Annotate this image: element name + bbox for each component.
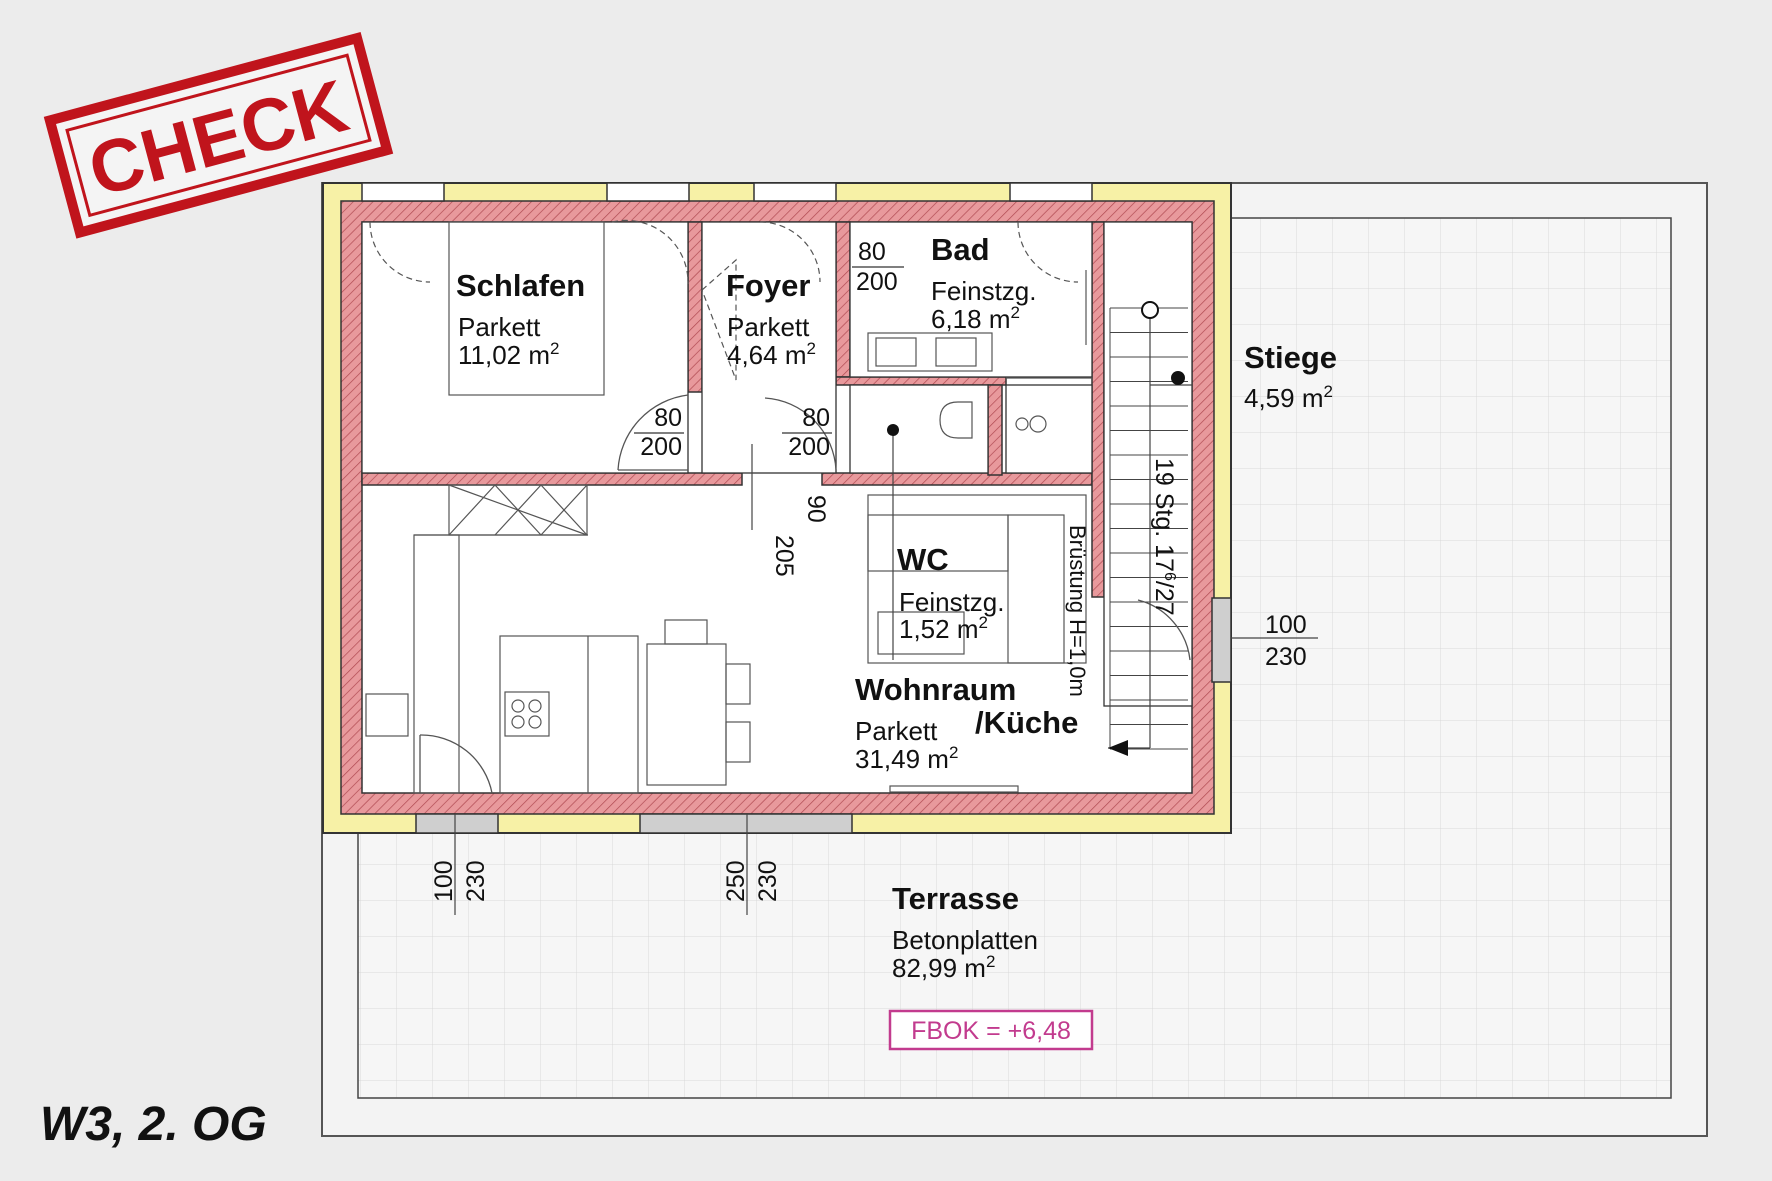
dimension-lines — [454, 310, 1318, 915]
room-label-schlafen: Schlafen Parkett 11,02 m2 — [456, 268, 585, 370]
railing-label: Brüstung H=1,0m — [1065, 525, 1090, 697]
wc-marker — [887, 424, 899, 436]
vanity — [867, 332, 993, 372]
room-name: Wohnraum — [855, 672, 1016, 707]
room-name-2: /Küche — [975, 705, 1078, 740]
room-label-stiege: Stiege 4,59 m2 — [1244, 340, 1337, 413]
dim-width: 205 — [770, 535, 798, 577]
upper-cabinets — [448, 484, 588, 536]
sofa — [867, 494, 1087, 664]
room-name: Schlafen — [456, 268, 585, 303]
dim-height: 230 — [1265, 643, 1307, 671]
room-label-wc: WC Feinstzg. 1,52 m2 — [897, 542, 1005, 644]
dim-door-schlafen: 80 200 — [634, 404, 684, 461]
dim-width: 80 — [858, 238, 886, 266]
room-label-wohnraum: Wohnraum /Küche Parkett 31,49 m2 — [855, 672, 1078, 774]
windows — [361, 182, 1232, 834]
dim-window-stiege: 100 230 — [1265, 611, 1307, 671]
bed — [448, 221, 605, 396]
dim-width: 80 — [802, 404, 830, 432]
stair-top-marker — [1141, 301, 1159, 319]
room-name: Stiege — [1244, 340, 1337, 375]
toilet — [939, 401, 973, 439]
room-area: 6,18 m2 — [931, 303, 1020, 334]
room-floor: Parkett — [458, 312, 541, 342]
room-area: 11,02 m2 — [458, 339, 559, 370]
room-floor: Betonplatten — [892, 925, 1038, 955]
dim-height: 200 — [640, 433, 682, 461]
dim-door-foyer-right: 80 200 — [782, 404, 832, 461]
stair-start-marker — [1171, 371, 1185, 385]
room-name: WC — [897, 542, 949, 577]
sink — [365, 693, 409, 737]
doors-solid — [419, 394, 1191, 794]
dim-height: 200 — [856, 268, 898, 296]
room-area: 4,59 m2 — [1244, 382, 1333, 413]
room-floor: Feinstzg. — [899, 587, 1005, 617]
room-area: 31,49 m2 — [855, 743, 958, 774]
dim-width: 100 — [430, 860, 458, 902]
dim-opening-205: 205 90 — [770, 495, 830, 577]
dim-height: 90 — [802, 495, 830, 523]
level-marker-text: FBOK = +6,48 — [911, 1017, 1071, 1045]
kitchen-island — [499, 635, 639, 794]
door-swings — [369, 219, 1079, 381]
room-name: Terrasse — [892, 881, 1019, 916]
furniture — [365, 221, 1092, 794]
coffee-table — [877, 611, 965, 655]
room-label-bad: Bad Feinstzg. 6,18 m2 — [931, 232, 1037, 334]
stairs — [1109, 307, 1188, 750]
cooktop — [504, 691, 550, 737]
room-label-foyer: Foyer Parkett 4,64 m2 — [726, 268, 816, 370]
room-area: 1,52 m2 — [899, 613, 988, 644]
stair-arrow — [1108, 740, 1128, 756]
room-name: Foyer — [726, 268, 810, 303]
dim-window-left: 100 230 — [430, 860, 490, 902]
dim-width: 100 — [1265, 611, 1307, 639]
floor-label: W3, 2. OG — [40, 1098, 267, 1151]
dim-height: 230 — [754, 860, 782, 902]
dim-width: 250 — [722, 860, 750, 902]
room-name: Bad — [931, 232, 990, 267]
room-label-terrasse: Terrasse Betonplatten 82,99 m2 — [892, 881, 1038, 983]
dim-height: 200 — [788, 433, 830, 461]
dim-window-center: 250 230 — [722, 860, 782, 902]
room-area: 4,64 m2 — [727, 339, 816, 370]
dim-door-bad: 80 200 — [852, 238, 904, 296]
room-floor: Feinstzg. — [931, 276, 1037, 306]
dim-width: 80 — [654, 404, 682, 432]
room-floor: Parkett — [855, 716, 938, 746]
room-floor: Parkett — [727, 312, 810, 342]
dim-height: 230 — [462, 860, 490, 902]
level-marker: FBOK = +6,48 — [888, 1009, 1094, 1051]
stairs-label: 19 Stg. 176/27 — [1150, 458, 1178, 616]
room-area: 82,99 m2 — [892, 952, 995, 983]
